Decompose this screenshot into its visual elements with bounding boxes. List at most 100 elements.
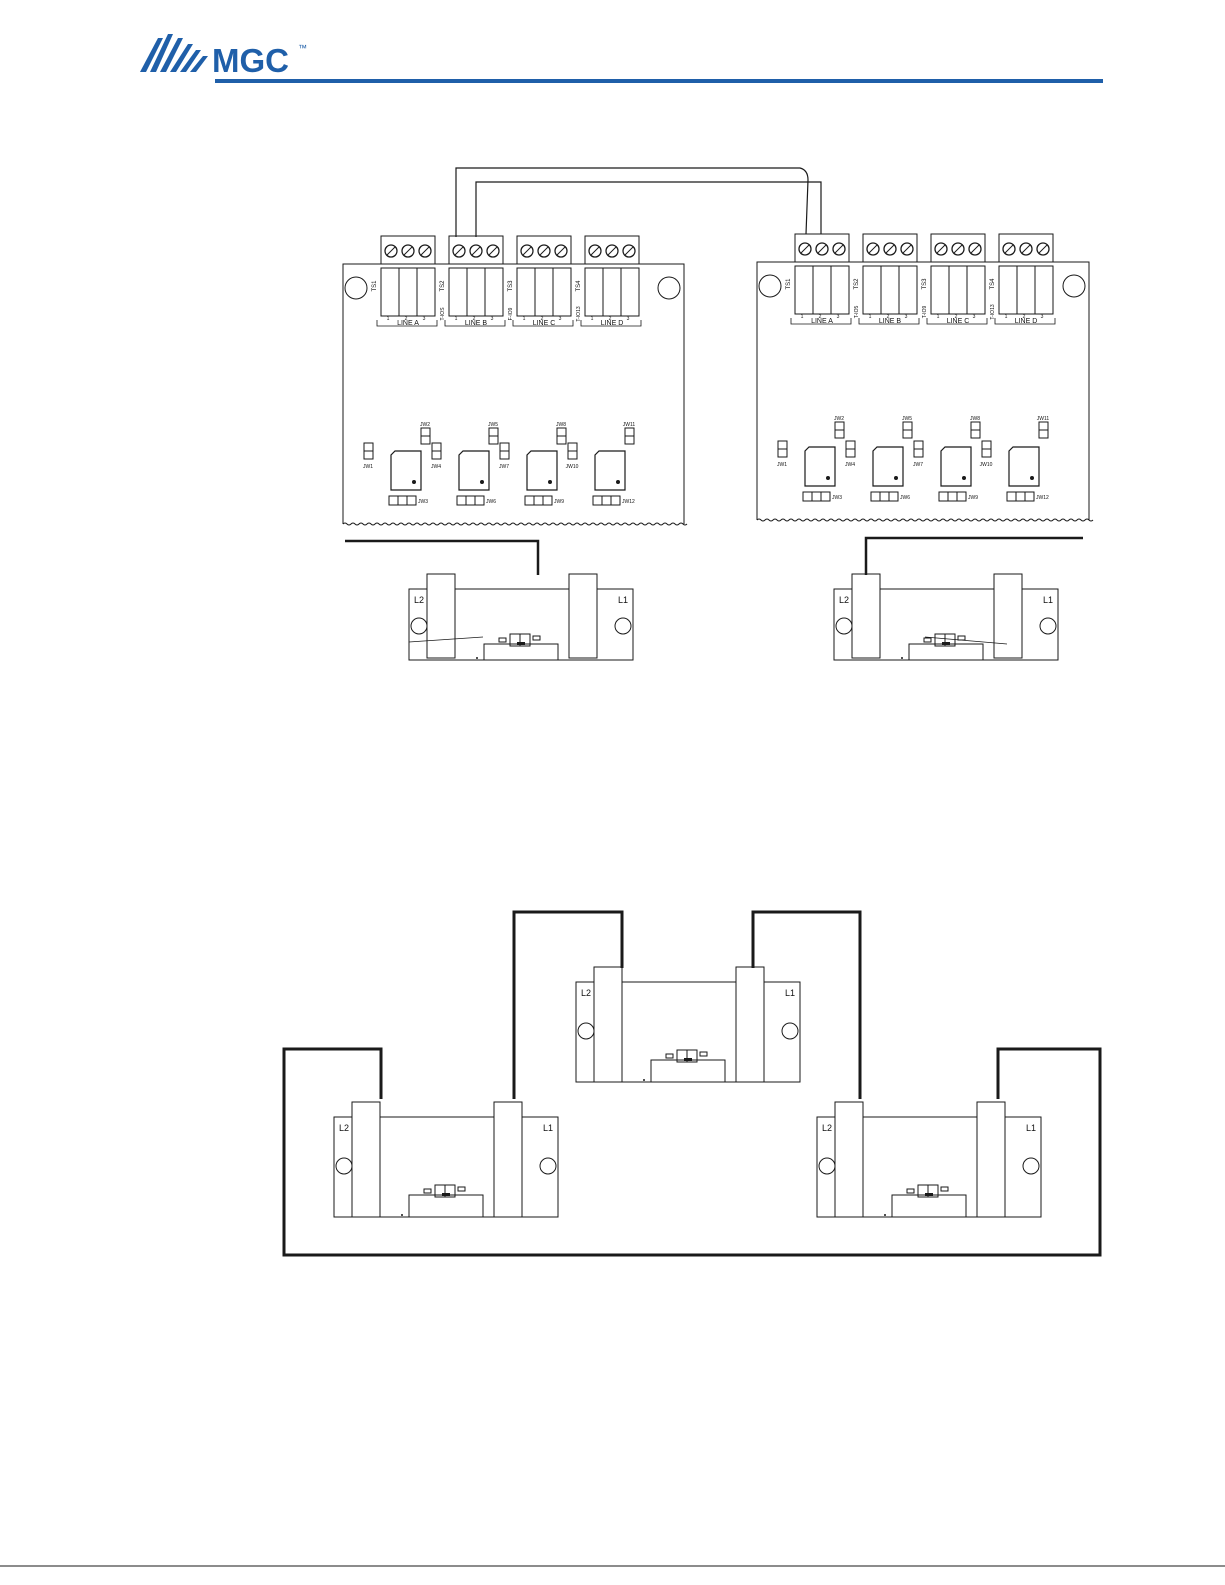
pin-number: 1 bbox=[387, 316, 390, 322]
jumper-side-label: JW4 bbox=[845, 462, 855, 468]
board-outline bbox=[342, 263, 685, 524]
jumper-side-label: JW7 bbox=[499, 464, 509, 470]
pin-number: 3 bbox=[837, 314, 840, 320]
jumper-bottom-label: JW6 bbox=[900, 495, 910, 501]
terminal-body bbox=[998, 265, 1054, 315]
line-bracket bbox=[994, 318, 1056, 325]
screw-icon bbox=[883, 242, 897, 256]
line-label: LINE C bbox=[533, 320, 556, 327]
pin-number: 3 bbox=[559, 316, 562, 322]
dip-switch bbox=[927, 1184, 939, 1198]
jumper-bottom-label: JW12 bbox=[1036, 495, 1049, 501]
terminal-l2-label: L2 bbox=[339, 1123, 349, 1133]
led-icon bbox=[940, 1186, 949, 1192]
screw-icon bbox=[622, 244, 636, 258]
screw-slot bbox=[522, 246, 532, 256]
terminal-l1-label: L1 bbox=[1043, 595, 1053, 605]
jumper-top-label: JW8 bbox=[970, 416, 980, 422]
line-bracket bbox=[926, 318, 988, 325]
screw-slot bbox=[488, 246, 498, 256]
screw-icon bbox=[1019, 242, 1033, 256]
terminal-body bbox=[930, 265, 986, 315]
terminal-body bbox=[516, 267, 572, 317]
screw-icon bbox=[1002, 242, 1016, 256]
wire-adder1-to-module bbox=[345, 539, 540, 575]
screw-slot bbox=[556, 246, 566, 256]
dip-switch-contact bbox=[925, 1193, 933, 1196]
terminal-label: TS2 bbox=[854, 278, 860, 290]
jumper-bottom bbox=[1006, 491, 1035, 502]
line-bracket bbox=[790, 318, 852, 325]
relay-body bbox=[872, 446, 904, 487]
terminal-label: TS3 bbox=[508, 280, 514, 292]
mgc-logo-mark-icon bbox=[140, 34, 208, 72]
board-outline bbox=[756, 261, 1090, 520]
jumper-top-label: JW11 bbox=[623, 422, 636, 428]
terminal-l2 bbox=[593, 966, 623, 1083]
screw-slot bbox=[936, 244, 946, 254]
terminal-l2 bbox=[851, 573, 881, 659]
line-bracket bbox=[580, 320, 642, 327]
line-label: LINE A bbox=[397, 320, 419, 327]
pin-number: 3 bbox=[973, 314, 976, 320]
screw-header bbox=[448, 235, 504, 265]
screw-slot bbox=[868, 244, 878, 254]
wiring bbox=[282, 167, 1102, 1257]
dip-switch bbox=[944, 633, 956, 647]
screw-icon bbox=[605, 244, 619, 258]
jumper-bottom bbox=[870, 491, 899, 502]
screw-header bbox=[794, 233, 850, 263]
pin-number: 1 bbox=[869, 314, 872, 320]
screw-header bbox=[930, 233, 986, 263]
terminal-label: TS3 bbox=[922, 278, 928, 290]
terminal-side-label: T-IO13 bbox=[990, 304, 996, 320]
pin-number: 2 bbox=[609, 316, 612, 322]
led-icon bbox=[532, 635, 541, 641]
terminal-side-label: F-IO9 bbox=[508, 307, 514, 320]
dip-switch bbox=[519, 633, 531, 647]
mounting-hole-icon bbox=[835, 617, 853, 635]
wire-adder2-to-module bbox=[864, 536, 1083, 575]
relay-body bbox=[390, 450, 422, 491]
jumper-bottom bbox=[938, 491, 967, 502]
jumper-side-label: JW10 bbox=[980, 462, 993, 468]
terminal-l1-label: L1 bbox=[785, 988, 795, 998]
indicator-dot bbox=[476, 657, 478, 659]
dip-switch-contact bbox=[442, 1193, 450, 1196]
terminal-l1-label: L1 bbox=[543, 1123, 553, 1133]
relay-dot-icon bbox=[480, 480, 484, 484]
led-icon bbox=[665, 1053, 674, 1059]
screw-slot bbox=[953, 244, 963, 254]
logo-text: MGC bbox=[212, 42, 289, 79]
pin-number: 3 bbox=[423, 316, 426, 322]
terminal-l1-label: L1 bbox=[1026, 1123, 1036, 1133]
mounting-hole-icon bbox=[781, 1022, 799, 1040]
module-upper-left: L2 L1 bbox=[408, 573, 634, 661]
trace-line bbox=[924, 636, 1008, 645]
jumper-bottom-label: JW9 bbox=[554, 499, 564, 505]
mounting-hole-icon bbox=[1022, 1157, 1040, 1175]
screw-slot bbox=[1004, 244, 1014, 254]
jumper-bottom-label: JW12 bbox=[622, 499, 635, 505]
terminal-l2-label: L2 bbox=[414, 595, 424, 605]
relay-dot-icon bbox=[412, 480, 416, 484]
relay-dot-icon bbox=[826, 476, 830, 480]
jumper-bottom bbox=[592, 495, 621, 506]
jumper-top-label: JW8 bbox=[556, 422, 566, 428]
line-bracket bbox=[376, 320, 438, 327]
screw-slot bbox=[817, 244, 827, 254]
terminal-l1 bbox=[568, 573, 598, 659]
screw-slot bbox=[1021, 244, 1031, 254]
screw-icon bbox=[418, 244, 432, 258]
screw-slot bbox=[590, 246, 600, 256]
terminal-l1-label: L1 bbox=[618, 595, 628, 605]
screw-icon bbox=[486, 244, 500, 258]
jumper-bottom-label: JW9 bbox=[968, 495, 978, 501]
header-rule bbox=[215, 79, 1103, 83]
terminal-side-label: T-IOS bbox=[440, 307, 446, 321]
line-label: LINE A bbox=[811, 318, 833, 325]
